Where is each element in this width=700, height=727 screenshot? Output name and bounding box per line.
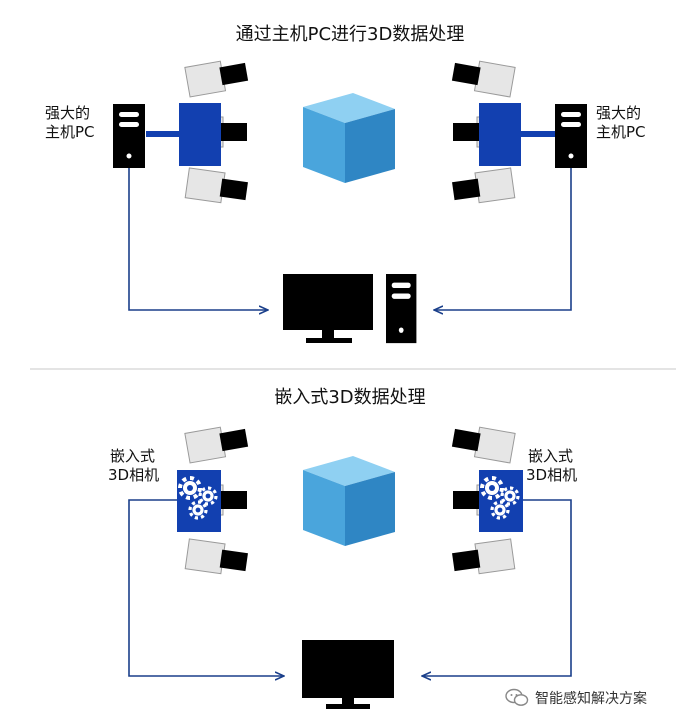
arrow-left-to-host bbox=[128, 499, 284, 676]
watermark: 智能感知解决方案 bbox=[505, 688, 647, 708]
bottom-left-label-line2: 3D相机 bbox=[108, 466, 160, 484]
bottom-left-label-line1: 嵌入式 bbox=[110, 447, 156, 465]
top-section-title: 通过主机PC进行3D数据处理 bbox=[235, 24, 465, 45]
pc-tower-icon bbox=[113, 104, 145, 168]
cube-icon bbox=[303, 93, 395, 183]
top-left-rig bbox=[146, 56, 250, 207]
watermark-text: 智能感知解决方案 bbox=[535, 691, 647, 707]
pc-tower-icon bbox=[386, 274, 417, 344]
monitor-icon bbox=[283, 274, 373, 343]
bottom-right-label-line1: 嵌入式 bbox=[528, 447, 574, 465]
camera-icon bbox=[450, 56, 516, 98]
processing-unit bbox=[179, 103, 221, 166]
pc-tower-icon bbox=[555, 104, 587, 168]
top-right-label-line2: 主机PC bbox=[596, 123, 646, 141]
camera-icon bbox=[184, 167, 250, 207]
camera-icon bbox=[450, 167, 516, 207]
camera-icon bbox=[450, 538, 516, 578]
top-right-label-line1: 强大的 bbox=[596, 104, 642, 122]
top-left-label-line1: 强大的 bbox=[45, 104, 91, 122]
monitor-icon bbox=[302, 640, 394, 709]
processing-unit bbox=[479, 103, 521, 166]
camera-icon bbox=[450, 422, 516, 464]
top-right-rig bbox=[450, 56, 555, 207]
bottom-right-rig bbox=[450, 422, 523, 578]
camera-icon bbox=[184, 422, 250, 464]
bottom-section-title: 嵌入式3D数据处理 bbox=[274, 387, 426, 408]
camera-icon bbox=[184, 538, 250, 578]
bottom-right-label-line2: 3D相机 bbox=[526, 466, 578, 484]
arrow-right-to-host bbox=[434, 168, 572, 310]
top-left-label-line2: 主机PC bbox=[45, 123, 95, 141]
arrow-right-to-host bbox=[422, 499, 572, 676]
wechat-icon bbox=[505, 688, 529, 706]
bottom-left-rig bbox=[177, 422, 250, 578]
camera-icon bbox=[184, 56, 250, 98]
cube-icon bbox=[303, 456, 395, 546]
arrow-left-to-host bbox=[128, 168, 268, 310]
